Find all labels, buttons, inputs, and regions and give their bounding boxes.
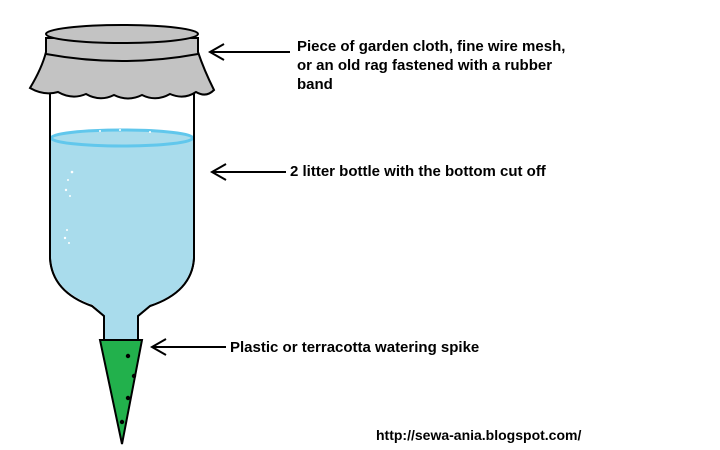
water [51, 138, 193, 339]
cloth-cover [28, 37, 216, 100]
rubber-band [45, 53, 199, 62]
cover-label-line-1: Piece of garden cloth, fine wire mesh, [297, 38, 566, 55]
spike-label: Plastic or terracotta watering spike [230, 339, 480, 356]
arrow-bottle [209, 163, 286, 181]
water-surface [49, 128, 195, 148]
watering-spike [98, 339, 144, 445]
arrow-cover [207, 43, 290, 61]
bubbles [63, 129, 151, 244]
arrow-spike [149, 338, 226, 356]
bottle-outline [49, 55, 195, 340]
cover-label: Piece of garden cloth, fine wire mesh, o… [297, 37, 565, 94]
bottle-label: 2 litter bottle with the bottom cut off [290, 163, 546, 180]
source-url: http://sewa-ania.blogspot.com/ [376, 427, 582, 443]
bottle-mouth-top [45, 24, 199, 44]
cover-label-line-3: band [297, 76, 333, 93]
spike-holes [119, 353, 137, 425]
cover-label-line-2: or an old rag fastened with a rubber [297, 57, 553, 74]
